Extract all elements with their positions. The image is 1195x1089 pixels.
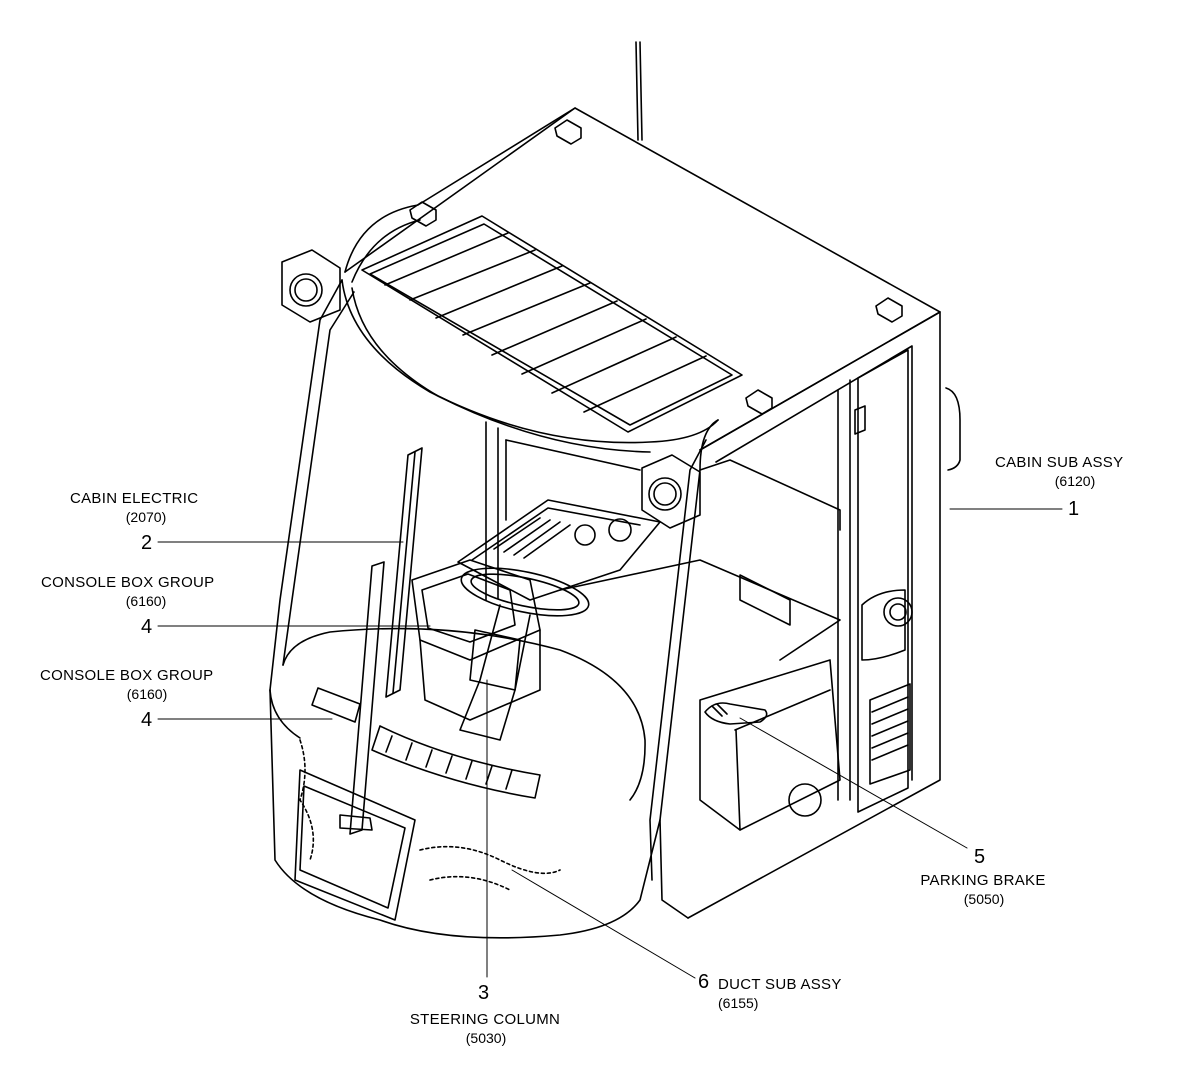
roof-grille (361, 215, 743, 433)
callout-code-duct-sub-assy: (6155) (718, 995, 759, 1011)
cabin-floor (559, 559, 841, 831)
callout-code-parking-brake: (5050) (963, 891, 1005, 907)
callout-code-console-box-group-lower: (6160) (126, 686, 168, 702)
antenna (635, 41, 643, 141)
wiper-assembly (339, 447, 423, 835)
steering-wheel (459, 567, 590, 741)
callout-number-4-lower: 4 (141, 709, 153, 731)
callout-code-cabin-electric: (2070) (125, 509, 167, 525)
callout-name-duct-sub-assy: DUCT SUB ASSY (718, 976, 842, 993)
front-frame (269, 279, 719, 919)
callout-code-steering-column: (5030) (465, 1030, 507, 1046)
callout-number-4-upper: 4 (141, 616, 153, 638)
callout-name-console-box-group-lower: CONSOLE BOX GROUP (40, 667, 214, 684)
console-box (411, 559, 541, 721)
callout-name-console-box-group-upper: CONSOLE BOX GROUP (41, 574, 215, 591)
defroster-grille (311, 687, 541, 799)
callout-code-cabin-sub-assy: (6120) (1054, 473, 1096, 489)
leader-line-5 (739, 717, 968, 849)
callout-name-parking-brake: PARKING BRAKE (920, 872, 1046, 889)
callout-number-2: 2 (141, 532, 153, 554)
leader-lines (157, 508, 1063, 979)
callout-code-console-box-group-upper: (6160) (125, 593, 167, 609)
callout-name-steering-column: STEERING COLUMN (409, 1011, 561, 1028)
leader-line-6 (511, 869, 696, 979)
callout-name-cabin-electric: CABIN ELECTRIC (70, 490, 199, 507)
lower-body (269, 689, 661, 939)
callout-number-6: 6 (698, 971, 710, 993)
instrument-panel (457, 499, 661, 601)
callout-number-5: 5 (974, 846, 986, 868)
work-light-right (641, 454, 701, 529)
parking-brake-lever (704, 702, 768, 725)
callout-number-1: 1 (1068, 498, 1080, 520)
callout-name-cabin-sub-assy: CABIN SUB ASSY (995, 454, 1124, 471)
work-light-left (281, 249, 341, 323)
callout-number-3: 3 (478, 982, 490, 1004)
cabin-side (687, 311, 961, 919)
